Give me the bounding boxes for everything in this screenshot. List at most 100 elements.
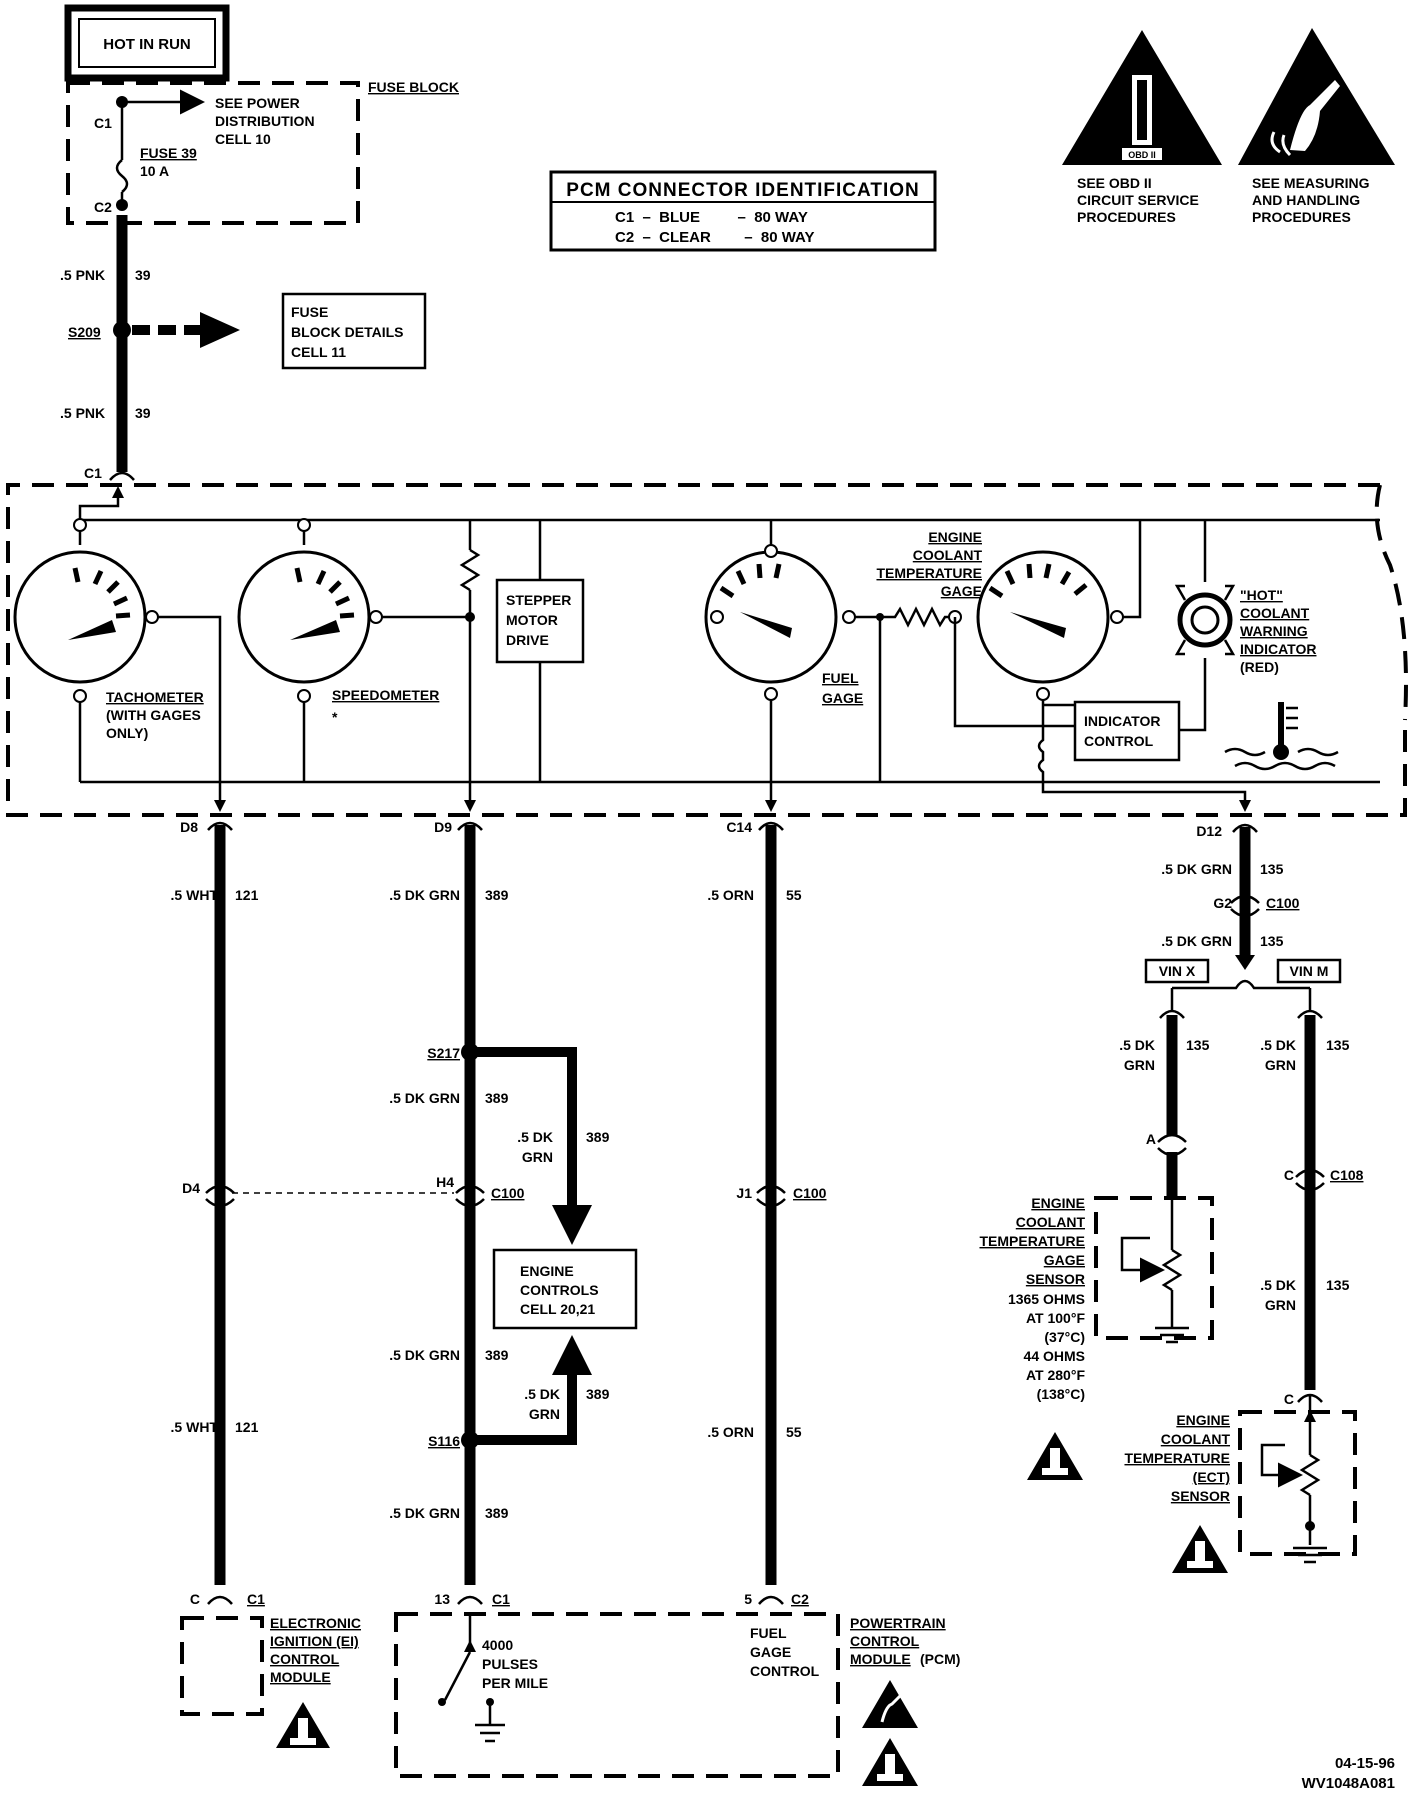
speedo-branch1-gauge1: .5 DK [517,1129,553,1145]
stepper-label1: STEPPER [506,592,571,608]
speedo-wire-gauge: .5 DK GRN [389,887,460,903]
hot-coolant-label5: (RED) [1240,659,1279,675]
fuel-wire-circuit: 55 [786,887,802,903]
ect-module-label4: (ECT) [1193,1469,1230,1485]
esd-warning-text1: SEE MEASURING [1252,175,1370,191]
fuse-block-details-box: FUSE BLOCK DETAILS CELL 11 [281,292,427,370]
feed-wire1-gauge: .5 PNK [60,267,105,283]
speedo-inline-c100: C100 [491,1185,525,1201]
coolant-temperature-icon [1224,702,1339,771]
circuit-55: C14 .5 ORN 55 J1 C100 .5 ORN 55 5 C2 [707,819,826,1607]
speedo-wire-c-gauge: .5 DK GRN [389,1505,460,1521]
hot-in-run-label: HOT IN RUN [103,36,191,53]
fuel-pin-c14: C14 [726,819,752,835]
ect-spec6: (138°C) [1037,1386,1085,1402]
speedo-wire-a-gauge: .5 DK GRN [389,1090,460,1106]
ect-m-circuit2: 135 [1326,1277,1350,1293]
tach-wire-gauge: .5 WHT [171,887,219,903]
speedometer-gauge [237,518,470,782]
pcm-connector-table: PCM CONNECTOR IDENTIFICATION C1 – BLUE –… [549,170,937,252]
fuel-end-pin: 5 [744,1591,752,1607]
vin-m-label: VIN M [1290,963,1329,979]
obd-warning-text2: CIRCUIT SERVICE [1077,192,1199,208]
ground-icon-pcm [475,1723,505,1743]
speedo-wire-b-gauge: .5 DK GRN [389,1347,460,1363]
obd-warning-text1: SEE OBD II [1077,175,1152,191]
ect-spec2: AT 100°F [1026,1310,1085,1326]
see-power-line2: DISTRIBUTION [215,113,315,129]
speedo-wire-c-circuit: 389 [485,1505,509,1521]
splice-s209: S209 [68,312,240,348]
pcm-module: 4000 PULSES PER MILE FUEL GAGE CONTROL P… [394,1612,960,1786]
speedo-wire-circuit: 389 [485,887,509,903]
stepper-motor-drive-box: STEPPER MOTOR DRIVE [495,578,585,664]
speedo-wire-a-circuit: 389 [485,1090,509,1106]
ect-spec3: (37°C) [1044,1329,1085,1345]
obd-warning: OBD II SEE OBD II CIRCUIT SERVICE PROCED… [1062,30,1222,225]
fuel-gage [704,520,955,790]
fuel-inline-j1: J1 [736,1185,752,1201]
ect-m-gauge2: GRN [1265,1057,1296,1073]
splice-s116: S116 [428,1433,460,1449]
tach-pin-d8: D8 [180,819,198,835]
ect-module-label1: ENGINE [1176,1412,1230,1428]
pcm-table-row1: C1 – BLUE – 80 WAY [615,209,808,226]
tachometer-label2: (WITH GAGES [106,707,201,723]
ect-sensor-label3: TEMPERATURE [979,1233,1085,1249]
fuel-end-conn: C2 [791,1591,809,1607]
fuse-block: FUSE BLOCK C1 C2 SEE POWER DISTRIBUTION … [66,79,459,225]
ect-sensor-label2: COOLANT [1016,1214,1086,1230]
fgc-label1: FUEL [750,1625,787,1641]
ect-gage-label4: GAGE [941,583,982,599]
tachometer-label3: ONLY) [106,725,148,741]
tach-wire2-circuit: 121 [235,1419,259,1435]
ect-gage-label3: TEMPERATURE [876,565,982,581]
obd-warning-label: OBD II [1128,150,1156,160]
speedo-branch2-gauge1: .5 DK [524,1386,560,1402]
ect-m-conn: C108 [1330,1167,1364,1183]
fuse-39-icon [115,159,129,193]
footer-code: WV1048A081 [1302,1775,1395,1792]
esd-warning-text3: PROCEDURES [1252,209,1351,225]
ect-x-gauge1: .5 DK [1119,1037,1155,1053]
stepper-label2: MOTOR [506,612,558,628]
pcm-table-title: PCM CONNECTOR IDENTIFICATION [566,180,919,201]
pcm-label4: (PCM) [920,1651,960,1667]
ect-wire2-gauge: .5 DK GRN [1161,933,1232,949]
ect-sensor-label4: GAGE [1044,1252,1085,1268]
ect-pin-d12: D12 [1196,823,1222,839]
ect-sensor [1238,1395,1357,1564]
fgc-label2: GAGE [750,1644,791,1660]
circuit-389: D9 .5 DK GRN 389 S217 .5 DK GRN 389 .5 D… [389,819,638,1607]
pcm-table-row2: C2 – CLEAR – 80 WAY [615,229,815,246]
tach-end-pin: C [190,1591,200,1607]
fuse-details-line1: FUSE [291,304,328,320]
vin-x-box [1144,958,1210,984]
ipc-connector-c1: C1 [84,465,102,481]
pcm-label3: MODULE [850,1651,911,1667]
splice-s217: S217 [427,1045,460,1061]
speedometer-note: * [332,709,338,725]
ect-wire-gauge: .5 DK GRN [1161,861,1232,877]
pulses-label3: PER MILE [482,1675,548,1691]
ect-module-label2: COOLANT [1161,1431,1231,1447]
fuse-details-line3: CELL 11 [291,344,346,360]
ei-module-label3: CONTROL [270,1651,340,1667]
ect-m-pin: C [1284,1167,1294,1183]
ect-gage-sensor [1094,1196,1214,1344]
indicator-control-box: INDICATOR CONTROL [1073,700,1181,762]
tach-wire2-gauge: .5 WHT [171,1419,219,1435]
obd-warning-text3: PROCEDURES [1077,209,1176,225]
speedo-end-pin: 13 [434,1591,450,1607]
tach-inline-d4: D4 [182,1180,200,1196]
indicator-control-label2: CONTROL [1084,733,1154,749]
pulses-label2: PULSES [482,1656,538,1672]
tach-wire-circuit: 121 [235,887,259,903]
ect-inline-c100: C100 [1266,895,1300,911]
esd-warning-text2: AND HANDLING [1252,192,1360,208]
pulses-label1: 4000 [482,1637,513,1653]
hot-coolant-label1: "HOT" [1240,587,1283,603]
fuse-c1-label: C1 [94,115,112,131]
speedo-branch2-circuit: 389 [586,1386,610,1402]
